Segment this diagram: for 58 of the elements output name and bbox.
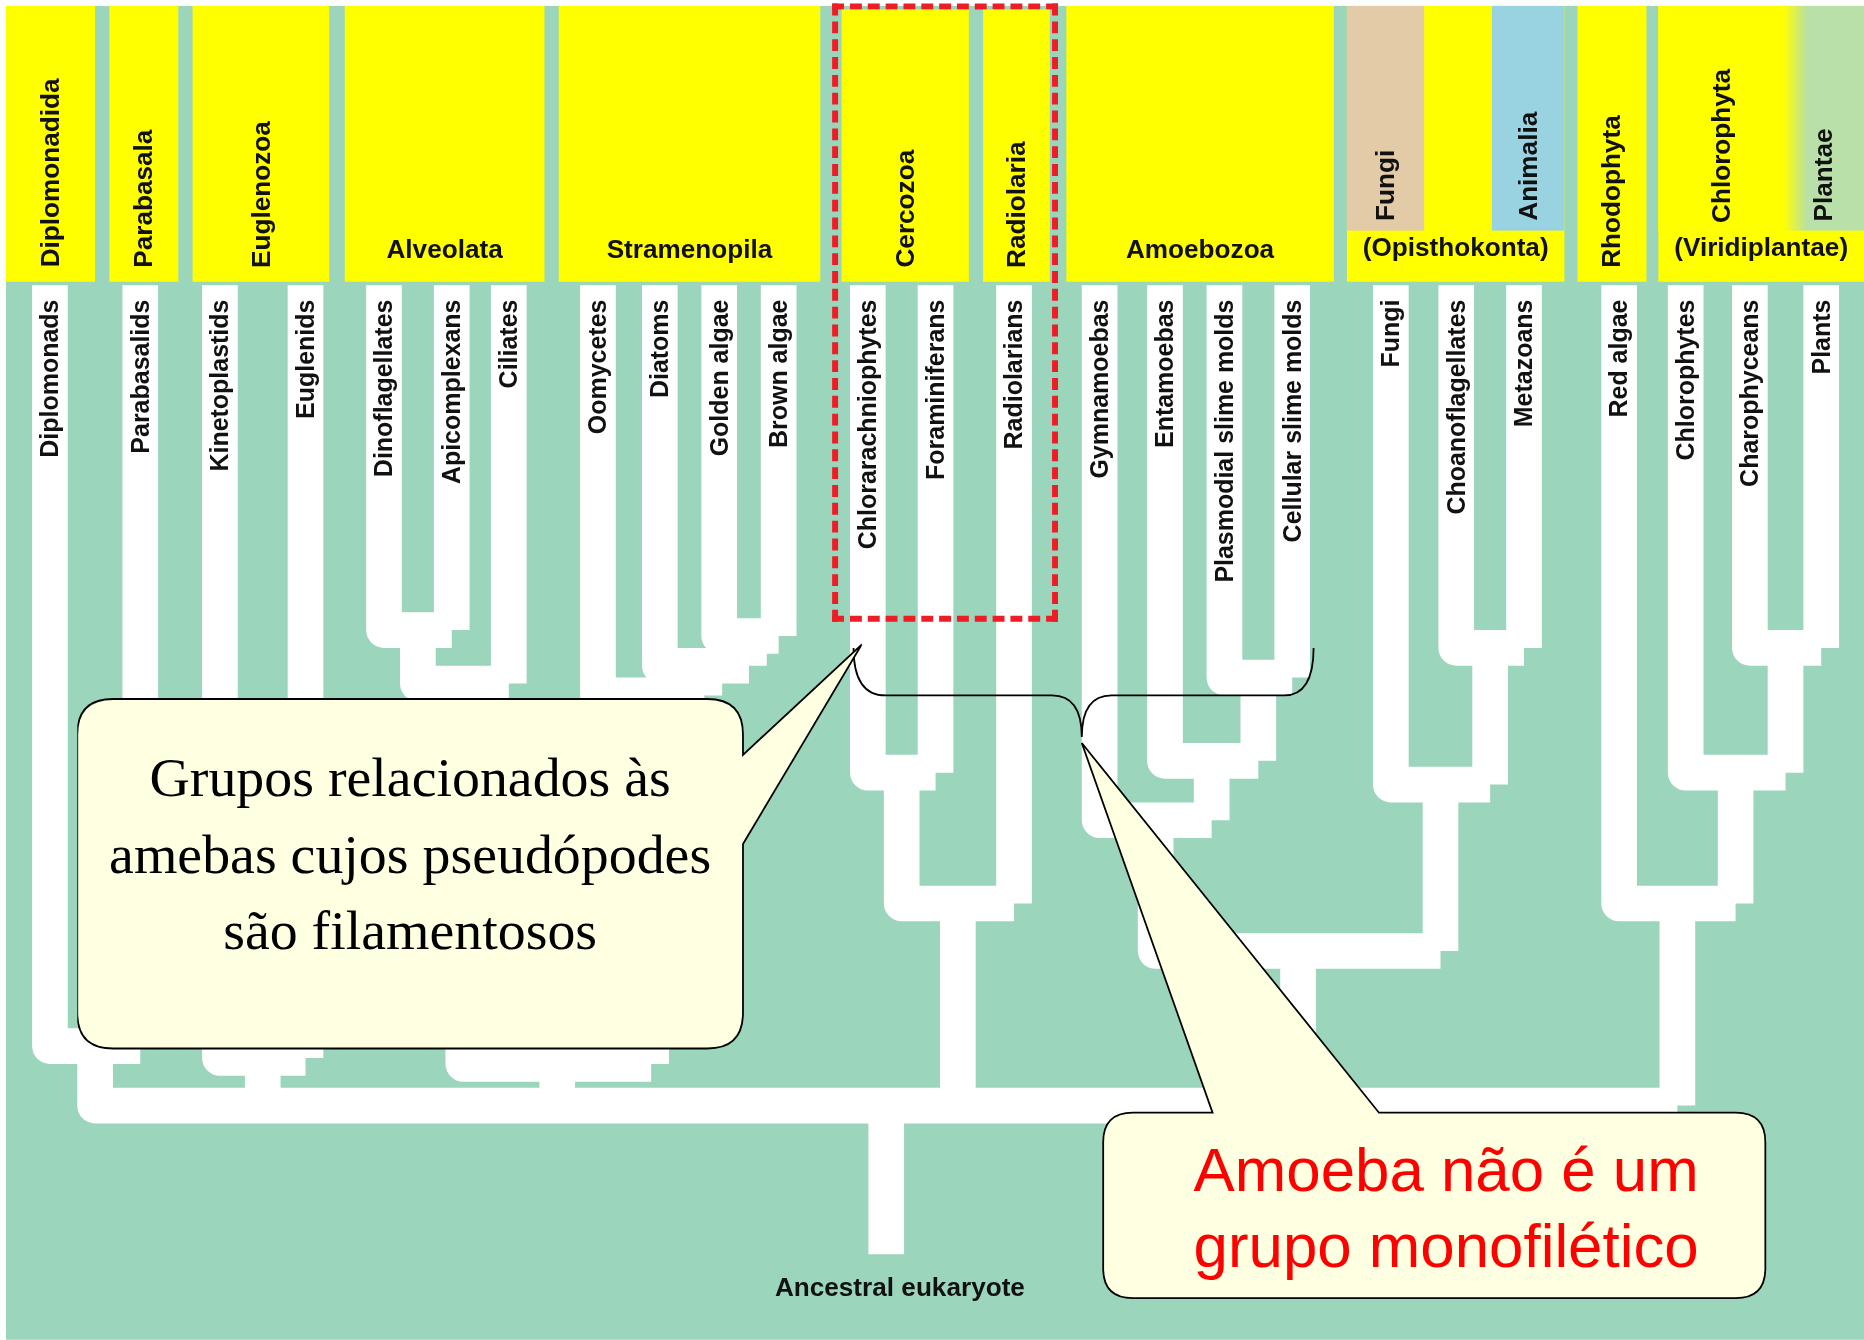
taxon-label: Apicomplexans <box>437 299 466 485</box>
header-band <box>1491 5 1565 231</box>
group-label: (Opisthokonta) <box>1362 231 1549 263</box>
header-band <box>983 9 1050 282</box>
taxon-label: Red algae <box>1604 299 1634 418</box>
group-label: Cercozoa <box>889 149 921 268</box>
group-label: Chlorophyta <box>1705 69 1736 224</box>
header-band <box>1346 5 1565 282</box>
header-band <box>1066 5 1334 282</box>
taxon-label: Plasmodial slime molds <box>1210 299 1239 583</box>
taxon-label: Gymnamoebas <box>1085 299 1114 479</box>
callout-text: Grupos relacionados às amebas cujos pseudópodes são filamentosos <box>108 745 713 963</box>
header-band <box>1577 5 1647 282</box>
header-band <box>841 9 969 282</box>
header-band <box>344 5 545 282</box>
group-label: Euglenozoa <box>245 120 277 268</box>
header-band <box>1783 5 1864 231</box>
group-label: Rhodophyta <box>1596 114 1628 268</box>
group-label: (Viridiplantae) <box>1674 231 1849 263</box>
taxon-label: Golden algae <box>704 299 734 457</box>
taxon-label: Diplomonads <box>35 299 64 458</box>
taxon-label: Ciliates <box>494 299 523 389</box>
taxon-label: Foraminiferans <box>921 299 950 480</box>
root-label: Ancestral eukaryote <box>773 1272 1026 1303</box>
taxon-label: Fungi <box>1376 299 1405 368</box>
taxon-label: Parabasalids <box>126 299 155 454</box>
header-band <box>5 5 96 282</box>
header-band <box>558 5 821 282</box>
taxon-label: Entamoebas <box>1150 299 1180 448</box>
taxon-label: Euglenids <box>291 299 320 419</box>
taxon-label: Cellular slime molds <box>1277 299 1307 543</box>
taxon-label: Charophyceans <box>1735 299 1764 487</box>
header-band <box>1346 5 1425 231</box>
taxon-label: Oomycetes <box>583 299 613 435</box>
group-label: Radiolaria <box>1000 141 1032 268</box>
taxon-label: Chlorophytes <box>1671 299 1700 461</box>
group-label: Amoebozoa <box>1125 234 1275 266</box>
group-label: Alveolata <box>386 234 503 266</box>
header-band <box>1658 5 1864 282</box>
callout-text: Amoeba não é um grupo monofilético <box>1192 1134 1700 1283</box>
group-label: Diplomonadida <box>35 78 66 268</box>
taxon-label: Brown algae <box>764 299 793 448</box>
taxon-label: Plants <box>1806 299 1836 375</box>
taxon-label: Diatoms <box>645 299 674 399</box>
taxon-label: Radiolarians <box>999 299 1029 450</box>
header-band <box>192 5 330 282</box>
group-label: Animalia <box>1512 112 1544 222</box>
highlight-frame <box>832 3 1058 622</box>
group-label: Stramenopila <box>606 234 773 266</box>
taxon-label: Dinoflagellates <box>369 299 399 478</box>
taxon-label: Choanoflagellates <box>1442 299 1471 515</box>
taxon-label: Chlorarachniophytes <box>853 299 882 550</box>
taxon-label: Kinetoplastids <box>205 299 234 472</box>
group-label: Plantae <box>1808 128 1839 222</box>
taxon-label: Metazoans <box>1509 299 1539 428</box>
group-label: Parabasala <box>128 129 160 268</box>
group-label: Fungi <box>1370 149 1401 222</box>
header-band <box>109 5 179 282</box>
